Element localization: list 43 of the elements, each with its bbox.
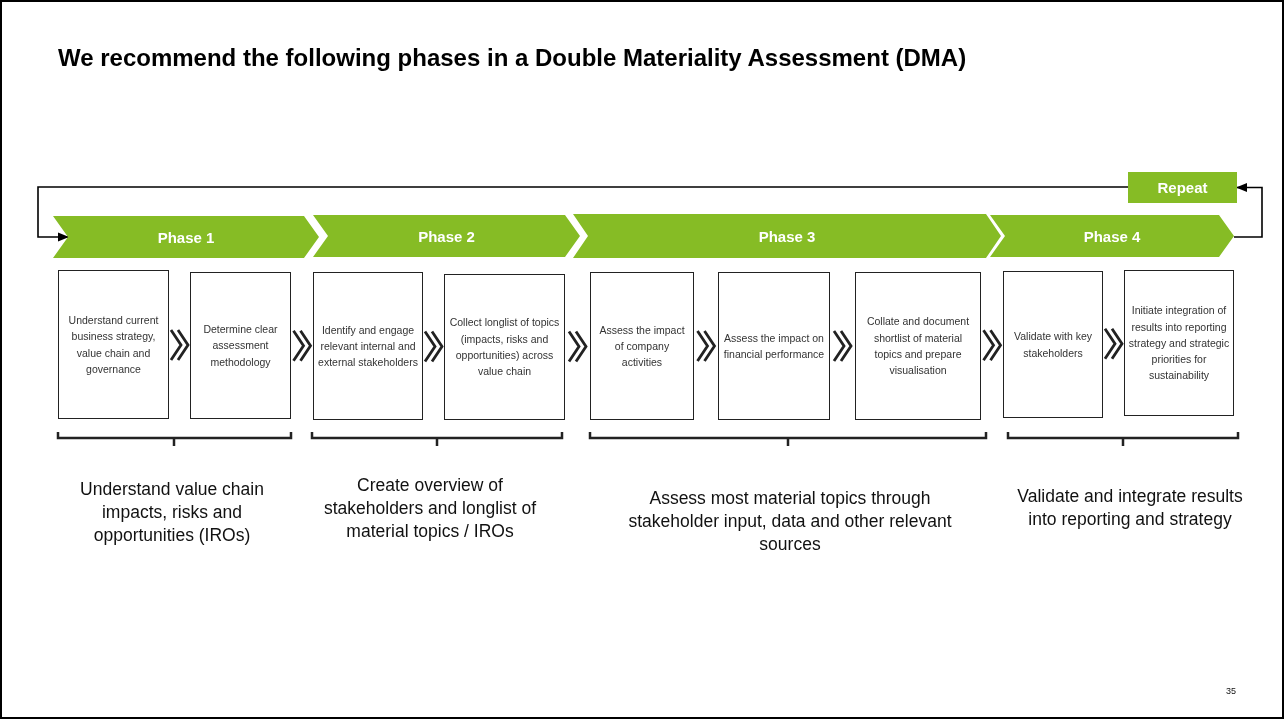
phase-title: Phase 2 bbox=[418, 227, 475, 245]
double-chevron-arrow bbox=[292, 329, 313, 363]
step-box bbox=[855, 272, 981, 420]
phase-banner bbox=[53, 216, 319, 258]
phase-title: Phase 1 bbox=[157, 228, 215, 246]
double-chevron-arrow bbox=[696, 329, 717, 363]
step-text: Assess the impact on financial performance bbox=[722, 330, 826, 362]
step-box bbox=[718, 272, 830, 420]
double-chevron-arrow bbox=[423, 330, 444, 363]
phase-banner bbox=[313, 215, 580, 257]
step-box bbox=[58, 270, 169, 419]
step-text: Collect longlist of topics (impacts, risks and opportunities) across value chain bbox=[448, 315, 561, 380]
phase-banner bbox=[990, 215, 1234, 257]
phase-banner bbox=[573, 214, 1001, 258]
step-box bbox=[1003, 271, 1103, 418]
step-text: Understand current business strategy, value chain and governance bbox=[67, 312, 160, 377]
step-box bbox=[190, 272, 291, 419]
phase-summary: Understand value chain impacts, risks and opportunities (IROs) bbox=[79, 478, 265, 547]
phase-summary: Validate and integrate results into reporting and strategy bbox=[1016, 485, 1244, 531]
double-chevron-arrow bbox=[982, 328, 1003, 362]
loop-arrow bbox=[1233, 183, 1263, 238]
double-chevron-arrow bbox=[169, 328, 190, 362]
page-number: 35 bbox=[1225, 686, 1236, 698]
phase-title: Phase 3 bbox=[758, 227, 816, 245]
double-chevron-arrow bbox=[1103, 327, 1124, 361]
step-box bbox=[590, 272, 694, 420]
phase-summary: Assess most material topics through stakeholder input, data and other relevant sources bbox=[627, 487, 953, 556]
phase-title: Phase 4 bbox=[1083, 227, 1141, 245]
step-box bbox=[1124, 270, 1234, 416]
step-text: Identify and engage relevant internal and external stakeholders bbox=[317, 322, 419, 371]
step-box bbox=[313, 272, 423, 420]
title: We recommend the following phases in a Double Materiality Assessment (DMA) bbox=[58, 44, 967, 72]
step-text: Initiate integration of results into reporting strategy and strategic priorities for sustainability bbox=[1128, 303, 1230, 384]
double-chevron-arrow bbox=[567, 330, 588, 363]
loop-arrow bbox=[37, 186, 1129, 242]
step-text: Determine clear assessment methodology bbox=[202, 322, 279, 370]
step-text: Collate and document shortlist of material topics and prepare visualisation bbox=[865, 314, 971, 379]
step-text: Validate with key stakeholders bbox=[1013, 329, 1093, 361]
step-text: Assess the impact of company activities bbox=[598, 322, 686, 371]
step-box bbox=[444, 274, 565, 420]
double-chevron-arrow bbox=[832, 329, 853, 363]
phase-summary: Create overview of stakeholders and longlist of material topics / IROs bbox=[322, 474, 538, 543]
repeat-label-box: Repeat bbox=[1128, 172, 1237, 203]
